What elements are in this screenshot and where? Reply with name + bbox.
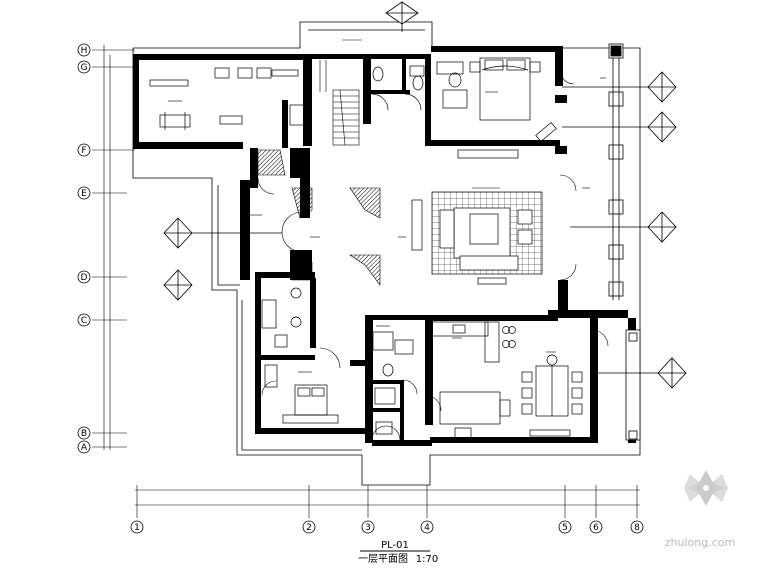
svg-text:4: 4 bbox=[424, 523, 430, 533]
staircase bbox=[319, 60, 360, 146]
axis-bubble-1: 1 bbox=[130, 520, 144, 534]
svg-text:C: C bbox=[81, 316, 87, 326]
elevation-marker-left-1 bbox=[163, 217, 282, 249]
watermark-text: zhulong.com bbox=[665, 536, 735, 549]
svg-text:3: 3 bbox=[365, 523, 371, 533]
dining-table bbox=[521, 354, 583, 437]
bottom-dimension-lines bbox=[135, 485, 640, 518]
axis-bubble-3: 3 bbox=[361, 520, 375, 534]
bathroom-fixtures bbox=[371, 61, 468, 111]
service-rooms-fixtures bbox=[372, 331, 414, 435]
svg-text:5: 5 bbox=[562, 523, 568, 533]
building-outline bbox=[132, 21, 641, 486]
living-room-set bbox=[411, 191, 543, 285]
svg-text:A: A bbox=[81, 443, 88, 453]
elevation-marker-left-2 bbox=[163, 269, 193, 301]
axis-bubble-G: G bbox=[77, 60, 91, 74]
watermark-logo bbox=[684, 470, 728, 506]
svg-text:B: B bbox=[81, 429, 87, 439]
svg-text:H: H bbox=[81, 46, 88, 56]
elevation-marker-right-2 bbox=[562, 111, 677, 143]
svg-text:1: 1 bbox=[134, 523, 140, 533]
hall-corner-columns bbox=[257, 149, 381, 286]
axis-bubble-6: 6 bbox=[589, 520, 603, 534]
axis-bubble-5: 5 bbox=[558, 520, 572, 534]
kitchen-fixtures bbox=[431, 321, 516, 439]
walls bbox=[133, 46, 636, 446]
axis-bubble-B: B bbox=[77, 426, 91, 440]
axis-bubble-H: H bbox=[77, 43, 91, 57]
svg-text:F: F bbox=[81, 146, 86, 156]
axis-bubble-C: C bbox=[77, 313, 91, 327]
axis-bubble-A: A bbox=[77, 440, 91, 454]
elevation-marker-top bbox=[385, 1, 419, 32]
svg-text:1:70: 1:70 bbox=[416, 554, 438, 565]
guest-bedroom-furniture bbox=[261, 287, 339, 424]
svg-text:6: 6 bbox=[593, 523, 599, 533]
elevation-marker-right-4 bbox=[598, 357, 687, 389]
right-colonnade bbox=[608, 43, 641, 441]
svg-text:E: E bbox=[81, 189, 87, 199]
svg-text:G: G bbox=[81, 63, 88, 73]
elevation-marker-right-1 bbox=[562, 71, 677, 103]
axis-bubble-D: D bbox=[77, 270, 91, 284]
horizontal-axis-lines bbox=[92, 45, 135, 450]
room-tag-strokes bbox=[168, 39, 606, 373]
axis-bubble-2: 2 bbox=[302, 520, 316, 534]
elevation-marker-right-3 bbox=[570, 211, 677, 243]
svg-text:PL-01: PL-01 bbox=[381, 540, 409, 551]
axis-bubble-F: F bbox=[77, 143, 91, 157]
axis-bubble-E: E bbox=[77, 186, 91, 200]
svg-text:2: 2 bbox=[306, 523, 312, 533]
master-bed bbox=[457, 57, 557, 159]
axis-bubble-4: 4 bbox=[420, 520, 434, 534]
drawing-title-block: PL-01 一层平面图 1:70 bbox=[358, 540, 438, 565]
svg-text:一层平面图: 一层平面图 bbox=[358, 553, 408, 565]
gym-equipment bbox=[149, 67, 305, 130]
svg-text:8: 8 bbox=[634, 523, 640, 533]
axis-bubble-8: 8 bbox=[630, 520, 644, 534]
svg-text:D: D bbox=[81, 273, 88, 283]
